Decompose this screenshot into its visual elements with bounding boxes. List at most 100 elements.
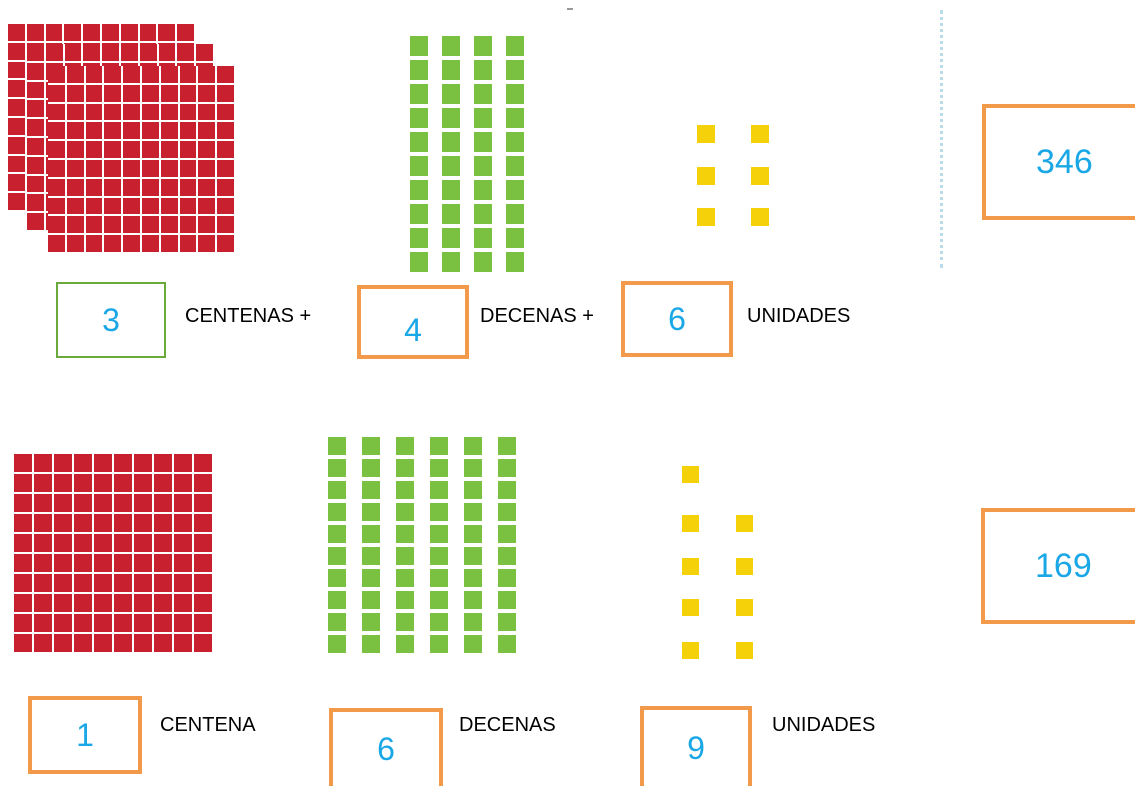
hundreds-unit-square (154, 534, 172, 552)
hundreds-unit-square (198, 84, 216, 102)
hundreds-unit-square (217, 103, 234, 121)
hundreds-unit-square (198, 122, 216, 140)
hundreds-unit-square (74, 634, 92, 652)
hundreds-unit-square (94, 594, 112, 612)
unit-cube (736, 558, 753, 575)
hundreds-unit-square (134, 594, 152, 612)
unit-cube (682, 599, 699, 616)
hundreds-label: CENTENA (160, 714, 256, 736)
tens-unit-square (328, 437, 346, 455)
tens-unit-square (506, 228, 524, 248)
tens-unit-square (396, 635, 414, 653)
tens-unit-square (442, 156, 460, 176)
tens-unit-square (442, 228, 460, 248)
hundreds-unit-square (196, 44, 213, 61)
tens-unit-square (506, 36, 524, 56)
tens-unit-square (328, 481, 346, 499)
hundreds-unit-square (74, 614, 92, 632)
hundreds-unit-square (114, 614, 132, 632)
tens-unit-square (506, 180, 524, 200)
hundreds-unit-square (154, 574, 172, 592)
tens-label: DECENAS (459, 714, 556, 736)
hundreds-unit-square (94, 454, 112, 472)
tens-unit-square (498, 481, 516, 499)
tens-unit-square (362, 459, 380, 477)
hundreds-unit-square (104, 103, 122, 121)
hundreds-unit-square (198, 103, 216, 121)
hundreds-unit-square (141, 66, 159, 83)
hundreds-unit-square (134, 574, 152, 592)
hundreds-unit-square (160, 141, 178, 158)
tens-unit-square (442, 36, 460, 56)
hundreds-unit-square (34, 474, 52, 492)
hundreds-unit-square (123, 216, 140, 234)
tens-unit-square (474, 36, 492, 56)
total-box-169: 169 (981, 508, 1135, 624)
hundreds-unit-square (54, 554, 72, 572)
tens-unit-square (362, 635, 380, 653)
tens-unit-square (474, 108, 492, 128)
tens-rod (328, 437, 346, 657)
hundreds-unit-square (48, 178, 65, 196)
units-count-box: 6 (621, 281, 733, 357)
tens-unit-square (396, 525, 414, 543)
hundreds-unit-square (160, 122, 178, 140)
hundreds-unit-square (94, 514, 112, 532)
tens-unit-square (396, 481, 414, 499)
hundreds-unit-square (54, 454, 72, 472)
tens-count: 4 (404, 312, 422, 348)
hundreds-unit-square (8, 80, 25, 98)
hundreds-unit-square (66, 103, 84, 121)
hundreds-unit-square (66, 216, 84, 234)
tens-unit-square (362, 503, 380, 521)
units-count: 6 (668, 300, 686, 337)
hundreds-unit-square (174, 634, 192, 652)
hundreds-unit-square (217, 159, 234, 177)
hundreds-unit-square (54, 514, 72, 532)
tens-unit-square (498, 459, 516, 477)
units-count: 9 (687, 729, 705, 766)
hundreds-unit-square (85, 103, 103, 121)
tens-unit-square (328, 591, 346, 609)
hundreds-unit-square (160, 159, 178, 177)
unit-cube (736, 515, 753, 532)
hundreds-unit-square (85, 159, 103, 177)
tens-unit-square (328, 525, 346, 543)
hundreds-unit-square (177, 24, 194, 41)
hundreds-unit-square (94, 474, 112, 492)
hundreds-unit-square (45, 44, 63, 61)
tens-unit-square (498, 613, 516, 631)
hundreds-unit-square (8, 155, 25, 173)
hundreds-unit-square (114, 474, 132, 492)
hundreds-unit-square (64, 44, 82, 61)
tens-unit-square (430, 525, 448, 543)
hundreds-unit-square (48, 197, 65, 215)
tens-unit-square (442, 84, 460, 104)
hundreds-unit-square (66, 159, 84, 177)
hundreds-unit-square (85, 197, 103, 215)
hundreds-unit-square (8, 24, 25, 41)
hundreds-unit-square (179, 178, 197, 196)
hundreds-unit-square (160, 103, 178, 121)
hundreds-unit-square (194, 454, 212, 472)
tens-unit-square (442, 180, 460, 200)
hundreds-unit-square (48, 103, 65, 121)
hundreds-unit-square (198, 141, 216, 158)
tens-unit-square (328, 547, 346, 565)
tens-unit-square (474, 180, 492, 200)
hundreds-unit-square (34, 494, 52, 512)
tens-unit-square (396, 437, 414, 455)
hundreds-unit-square (74, 494, 92, 512)
tens-unit-square (506, 252, 524, 272)
hundreds-unit-square (104, 216, 122, 234)
tens-unit-square (410, 108, 428, 128)
hundreds-unit-square (85, 178, 103, 196)
hundreds-unit-square (54, 574, 72, 592)
hundreds-unit-square (14, 514, 32, 532)
total-value: 346 (1036, 142, 1093, 181)
hundreds-unit-square (217, 84, 234, 102)
hundreds-unit-square (134, 514, 152, 532)
hundreds-unit-square (48, 141, 65, 158)
tens-unit-square (464, 635, 482, 653)
units-label: UNIDADES (747, 305, 851, 327)
